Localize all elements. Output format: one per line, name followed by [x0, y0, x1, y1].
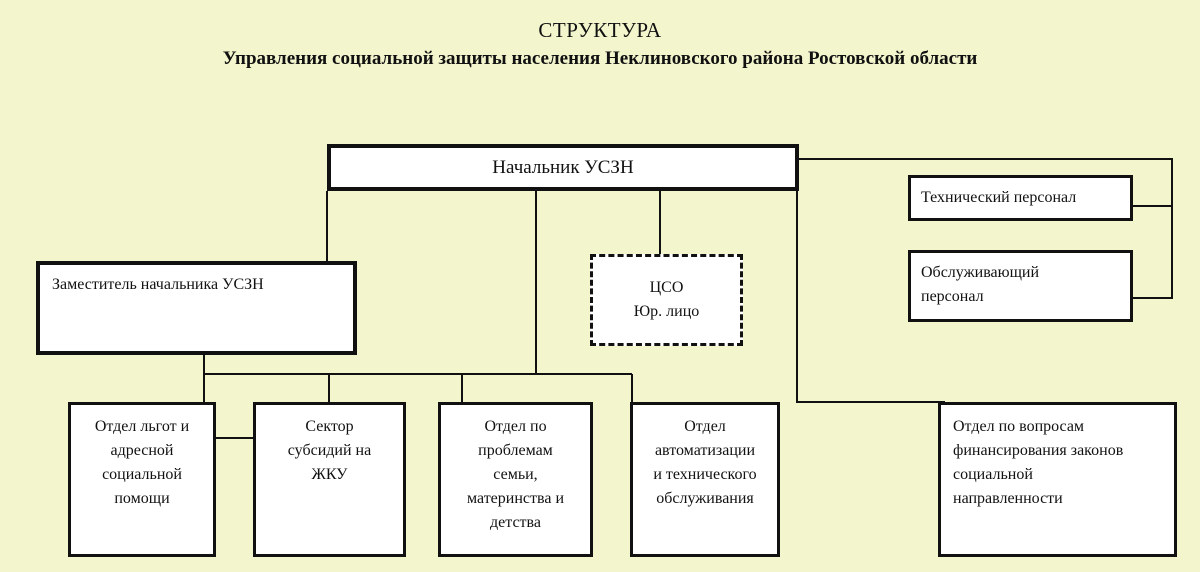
node-dept-family-line1: Отдел по — [484, 418, 547, 435]
node-dept-family: Отдел по проблемам семьи, материнства и … — [438, 402, 593, 557]
node-cso: ЦСО Юр. лицо — [590, 254, 743, 346]
connector-head-finance — [796, 191, 945, 403]
node-head-label: Начальник УСЗН — [492, 156, 634, 178]
node-tech-staff-label: Технический персонал — [921, 189, 1077, 206]
connector-staff — [799, 158, 1173, 299]
node-dept-finance: Отдел по вопросам финансирования законов… — [938, 402, 1177, 557]
diagram-title: СТРУКТУРА — [538, 18, 662, 42]
node-dept-automation-line3: и технического — [653, 466, 757, 483]
node-deputy-label: Заместитель начальника УСЗН — [52, 276, 264, 293]
node-dept-family-line5: детства — [490, 514, 541, 531]
node-dept-subsidies: Сектор субсидий на ЖКУ — [253, 402, 406, 557]
node-dept-benefits-line1: Отдел льгот и — [94, 418, 190, 435]
node-dept-family-line3: семьи, — [493, 466, 538, 483]
node-dept-benefits-line3: социальной — [102, 466, 182, 483]
node-cso-line1: ЦСО — [649, 279, 684, 296]
node-service-staff-line2: персонал — [921, 288, 984, 305]
node-dept-family-line4: материнства и — [466, 490, 565, 507]
node-cso-line2: Юр. лицо — [633, 303, 700, 320]
node-dept-benefits-line4: помощи — [114, 490, 170, 507]
node-dept-automation: Отдел автоматизации и технического обслу… — [630, 402, 780, 557]
node-dept-automation-line4: обслуживания — [656, 490, 754, 507]
node-dept-subsidies-line2: субсидий на — [287, 442, 372, 459]
node-service-staff-line1: Обслуживающий — [921, 264, 1040, 281]
node-dept-subsidies-line1: Сектор — [305, 418, 354, 435]
node-dept-subsidies-line3: ЖКУ — [311, 466, 348, 483]
node-dept-automation-line1: Отдел — [684, 418, 726, 435]
node-dept-automation-line2: автоматизации — [654, 442, 756, 459]
node-head: Начальник УСЗН — [327, 144, 799, 191]
node-dept-finance-line2: финансирования законов — [953, 442, 1124, 459]
node-dept-benefits-line2: адресной — [110, 442, 174, 459]
node-tech-staff: Технический персонал — [908, 175, 1133, 221]
diagram-subtitle: Управления социальной защиты населения Н… — [222, 48, 978, 69]
node-dept-finance-line3: социальной — [953, 466, 1033, 483]
node-dept-benefits: Отдел льгот и адресной социальной помощи — [68, 402, 216, 557]
node-service-staff: Обслуживающий персонал — [908, 250, 1133, 322]
node-deputy: Заместитель начальника УСЗН — [36, 261, 357, 355]
node-dept-finance-line4: направленности — [953, 490, 1063, 507]
node-dept-family-line2: проблемам — [478, 442, 553, 459]
node-dept-finance-line1: Отдел по вопросам — [953, 418, 1085, 435]
